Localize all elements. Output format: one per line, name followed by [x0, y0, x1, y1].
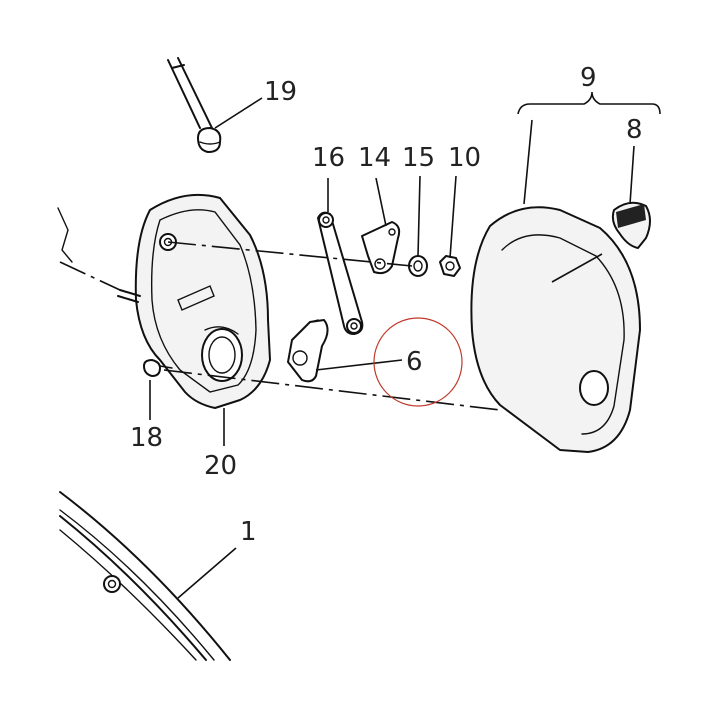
highlight-marker [373, 317, 463, 407]
assembly-center-lines [59, 241, 501, 411]
part-16-link-rod [317, 211, 364, 335]
callout-19: 19 [264, 77, 297, 107]
callout-9: 9 [580, 63, 597, 93]
part-1-rim [59, 491, 231, 661]
callout-20: 20 [204, 451, 237, 481]
part-10-nut [439, 255, 461, 277]
part-18-bolt [143, 359, 173, 377]
callout-1: 1 [240, 517, 257, 547]
part-8-badge [611, 201, 651, 249]
callout-18: 18 [130, 423, 163, 453]
leader-lines [149, 91, 661, 599]
part-left-edge [57, 207, 141, 303]
callout-6: 6 [406, 347, 423, 377]
callout-10: 10 [448, 143, 481, 173]
callout-8: 8 [626, 115, 643, 145]
part-19-rod [167, 57, 222, 153]
callout-14: 14 [358, 143, 391, 173]
callout-16: 16 [312, 143, 345, 173]
part-6-lever [287, 319, 329, 383]
callout-15: 15 [402, 143, 435, 173]
part-14-bracket [361, 221, 401, 275]
part-9-cover [470, 206, 641, 453]
